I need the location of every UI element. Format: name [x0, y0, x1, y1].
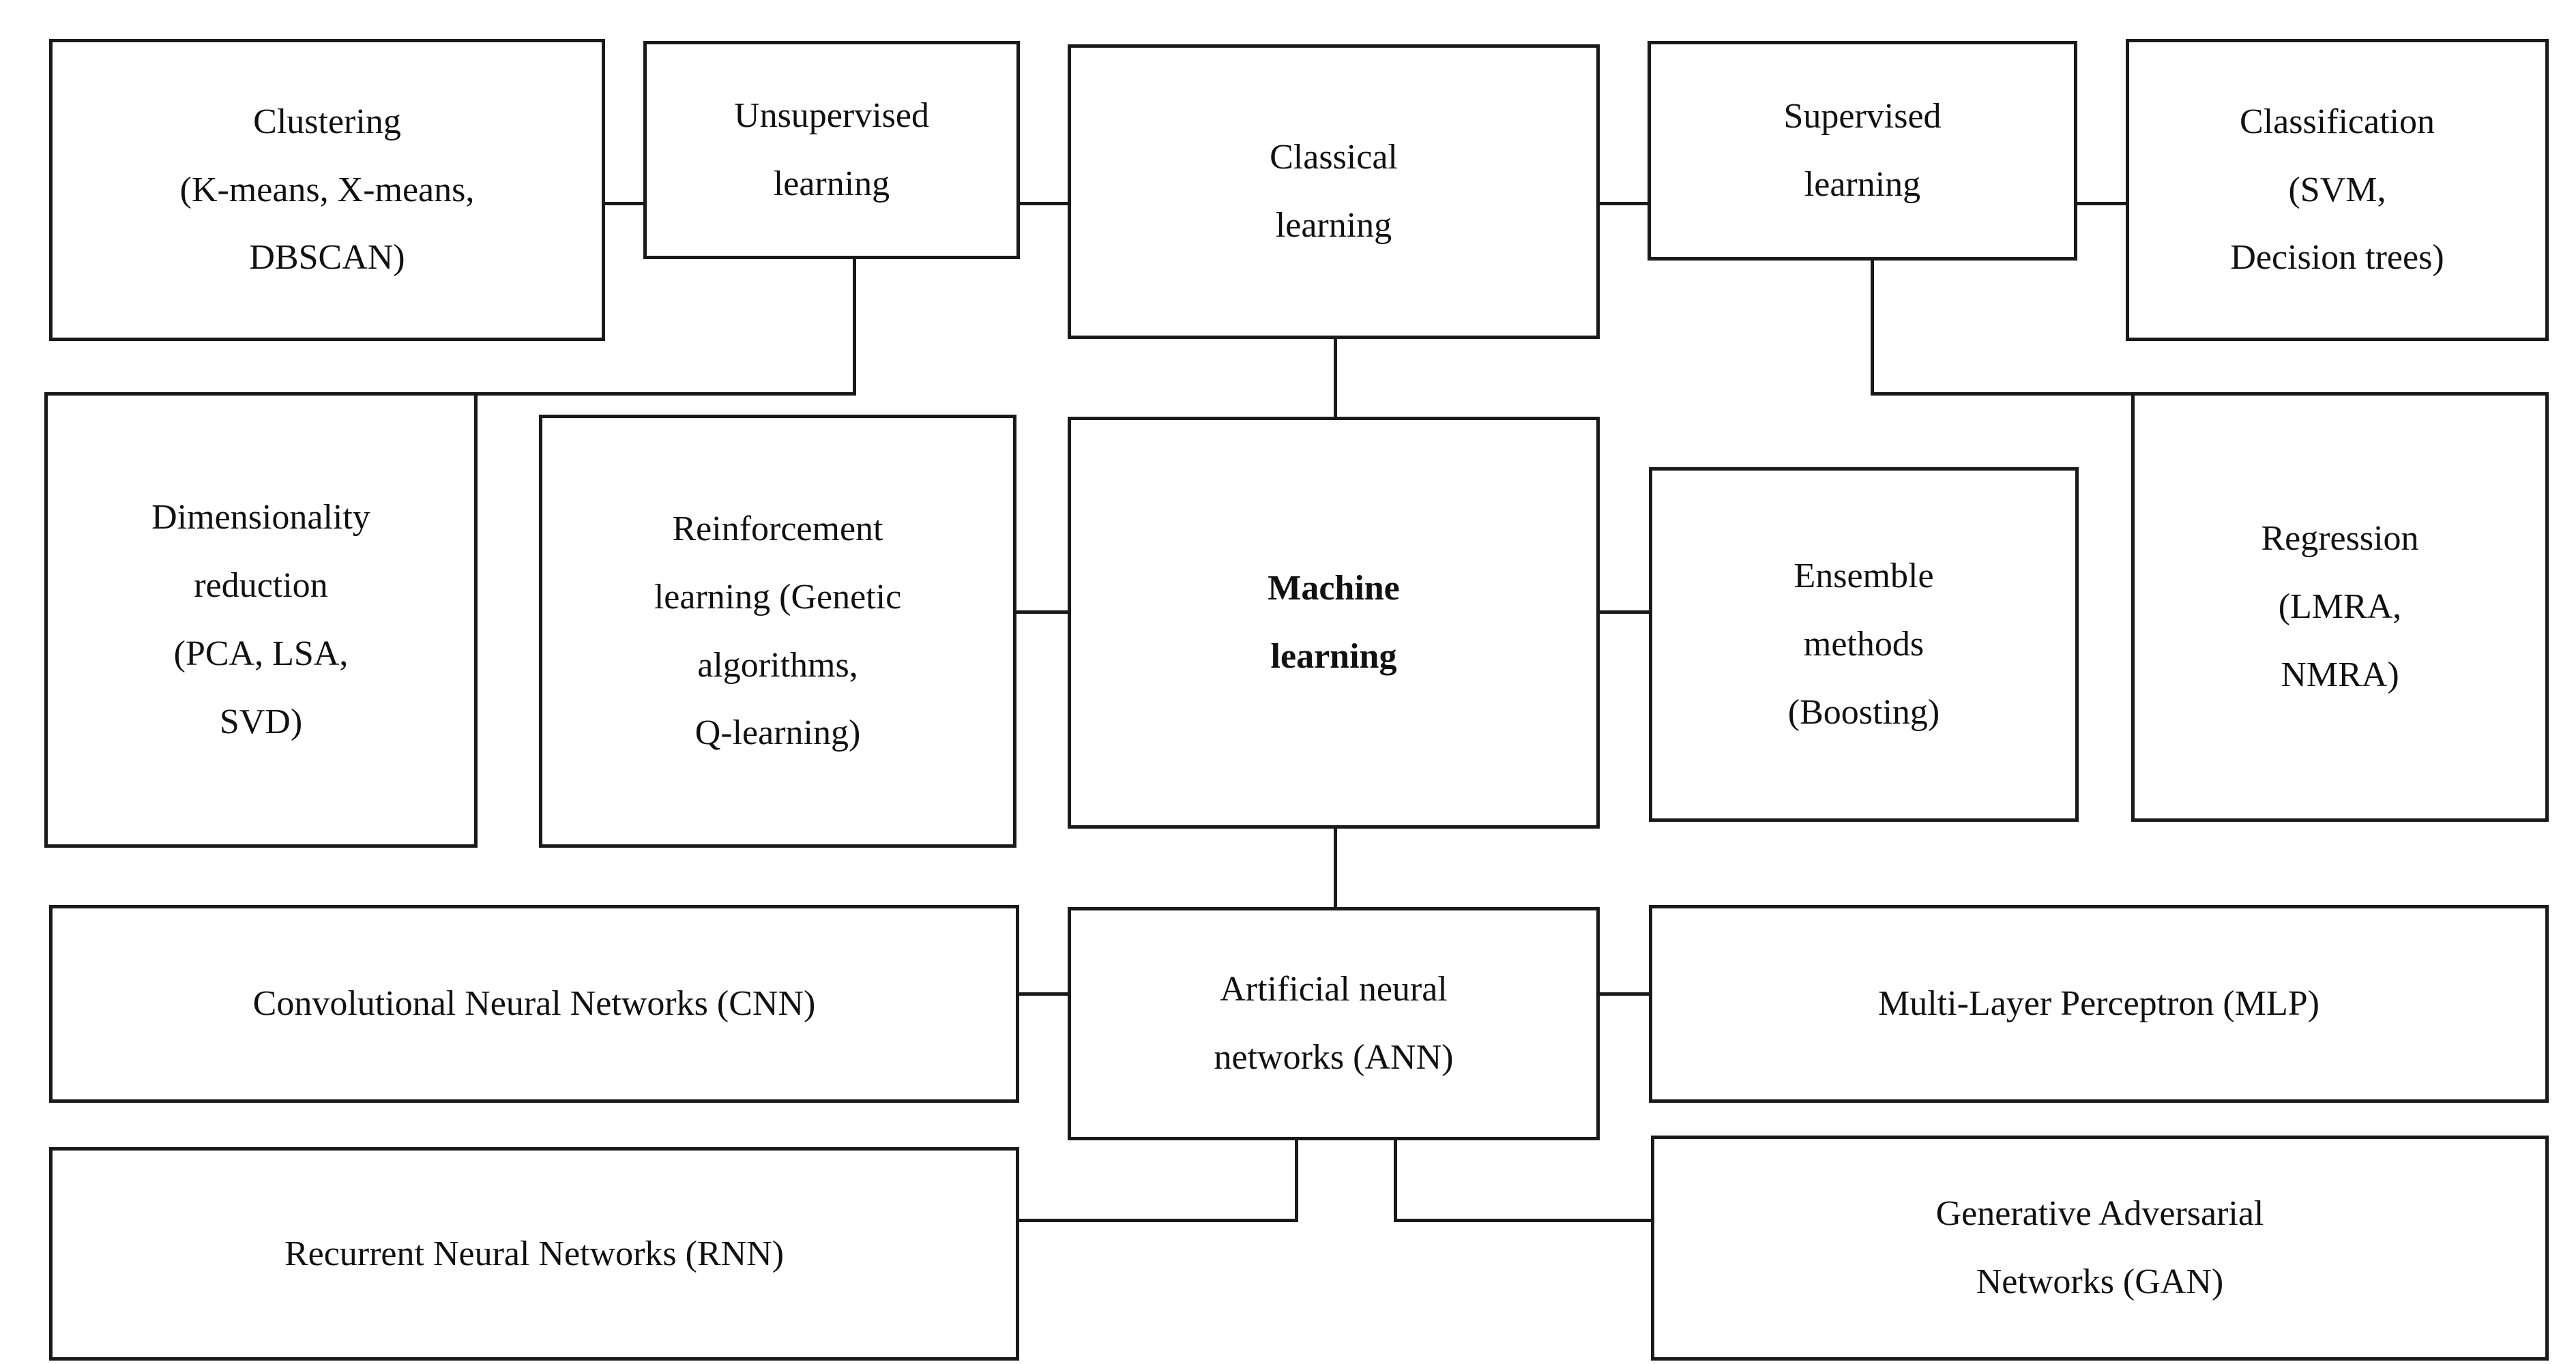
edge-ann-rnn-horizontal: [1016, 1219, 1298, 1222]
edge-unsupervised-dimred-vertical: [853, 256, 856, 396]
node-clustering-line-1: Clustering: [253, 102, 401, 141]
node-classification[interactable]: Classification (SVM, Decision trees): [2126, 39, 2549, 341]
node-classical-learning[interactable]: Classical learning: [1068, 44, 1600, 339]
node-classical-learning-line-1: Classical: [1270, 138, 1398, 177]
node-reinforcement-learning-line-2: learning (Genetic: [654, 577, 902, 617]
edge-ann-gan-vertical: [1394, 1140, 1397, 1222]
node-dimensionality-reduction[interactable]: Dimensionality reduction (PCA, LSA, SVD): [44, 392, 478, 848]
node-machine-learning-line-2: learning: [1270, 637, 1397, 676]
node-regression-line-2: (LMRA,: [2278, 587, 2402, 627]
node-machine-learning-line-1: Machine: [1268, 569, 1400, 608]
node-mlp[interactable]: Multi-Layer Perceptron (MLP): [1649, 905, 2549, 1103]
node-dimensionality-reduction-line-1: Dimensionality: [151, 498, 370, 537]
node-supervised-learning[interactable]: Supervised learning: [1648, 41, 2077, 261]
edge-machinelearning-ann: [1334, 829, 1337, 909]
node-gan-line-1: Generative Adversarial: [1935, 1194, 2264, 1234]
node-machine-learning[interactable]: Machine learning: [1068, 417, 1600, 829]
node-cnn-line-1: Convolutional Neural Networks (CNN): [252, 984, 816, 1024]
node-dimensionality-reduction-line-4: SVD): [219, 702, 303, 741]
edge-classical-machinelearning: [1334, 338, 1337, 417]
node-ensemble-methods-line-3: (Boosting): [1787, 692, 1940, 732]
node-unsupervised-learning-line-2: learning: [773, 164, 890, 203]
node-supervised-learning-line-2: learning: [1804, 165, 1921, 204]
edge-machinelearning-ensemble: [1596, 610, 1651, 614]
edge-supervised-regression-horizontal: [1871, 392, 2154, 396]
node-reinforcement-learning-line-4: Q-learning): [694, 713, 861, 753]
node-regression-line-1: Regression: [2261, 519, 2419, 559]
node-ensemble-methods-line-1: Ensemble: [1794, 557, 1934, 596]
edge-reinforcement-machinelearning: [1016, 610, 1071, 614]
edge-supervised-regression-vertical: [1871, 259, 1874, 396]
node-dimensionality-reduction-line-3: (PCA, LSA,: [173, 634, 349, 673]
node-gan[interactable]: Generative Adversarial Networks (GAN): [1651, 1136, 2549, 1361]
edge-supervised-classification: [2074, 202, 2128, 205]
node-clustering-line-2: (K-means, X-means,: [179, 170, 475, 209]
node-ann[interactable]: Artificial neural networks (ANN): [1068, 907, 1600, 1140]
node-ann-line-1: Artificial neural: [1220, 970, 1448, 1009]
node-reinforcement-learning-line-3: algorithms,: [697, 645, 858, 685]
edge-ann-mlp: [1596, 992, 1651, 996]
node-ensemble-methods[interactable]: Ensemble methods (Boosting): [1649, 467, 2079, 822]
edge-ann-rnn-vertical: [1295, 1140, 1298, 1222]
node-ann-line-2: networks (ANN): [1214, 1038, 1454, 1077]
node-reinforcement-learning-line-1: Reinforcement: [672, 509, 883, 548]
edge-classical-supervised: [1596, 202, 1651, 205]
node-rnn[interactable]: Recurrent Neural Networks (RNN): [49, 1147, 1019, 1361]
node-clustering[interactable]: Clustering (K-means, X-means, DBSCAN): [49, 39, 605, 341]
node-gan-line-2: Networks (GAN): [1976, 1262, 2224, 1301]
node-supervised-learning-line-1: Supervised: [1783, 97, 1942, 136]
node-ensemble-methods-line-2: methods: [1803, 625, 1924, 664]
node-reinforcement-learning[interactable]: Reinforcement learning (Genetic algorith…: [539, 415, 1016, 848]
edge-clustering-unsupervised: [600, 202, 648, 205]
edge-ann-gan-horizontal: [1394, 1219, 1654, 1222]
node-regression[interactable]: Regression (LMRA, NMRA): [2131, 392, 2549, 822]
node-classification-line-1: Classification: [2240, 102, 2435, 141]
node-unsupervised-learning[interactable]: Unsupervised learning: [643, 41, 1020, 259]
edge-unsupervised-dimred-horizontal: [474, 392, 856, 396]
node-dimensionality-reduction-line-2: reduction: [194, 566, 328, 606]
node-unsupervised-learning-line-1: Unsupervised: [734, 96, 929, 136]
node-classification-line-2: (SVM,: [2288, 170, 2386, 209]
node-classical-learning-line-2: learning: [1275, 206, 1392, 245]
edge-cnn-ann: [1016, 992, 1071, 996]
edge-unsupervised-classical: [1016, 202, 1071, 205]
node-clustering-line-3: DBSCAN): [249, 238, 405, 278]
node-mlp-line-1: Multi-Layer Perceptron (MLP): [1878, 984, 2319, 1024]
node-classification-line-3: Decision trees): [2230, 238, 2444, 278]
node-regression-line-3: NMRA): [2281, 655, 2399, 694]
node-rnn-line-1: Recurrent Neural Networks (RNN): [284, 1234, 785, 1273]
node-cnn[interactable]: Convolutional Neural Networks (CNN): [49, 905, 1019, 1103]
